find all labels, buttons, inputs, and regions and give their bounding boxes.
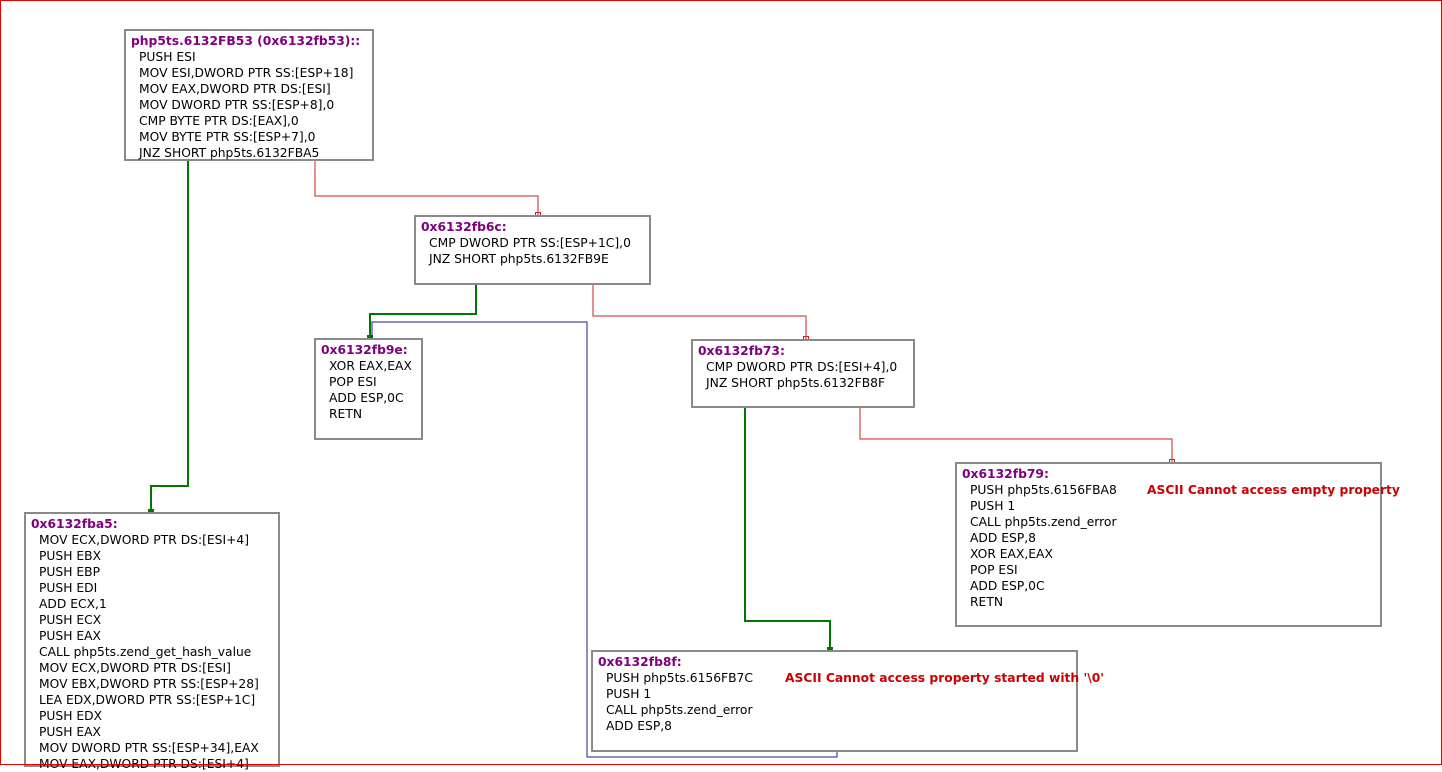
string-comment: ASCII Cannot access empty property: [1147, 483, 1400, 497]
instruction-line[interactable]: JNZ SHORT php5ts.6132FB9E: [429, 252, 609, 266]
instruction-line[interactable]: CMP DWORD PTR SS:[ESP+1C],0: [429, 236, 631, 250]
instruction-line[interactable]: XOR EAX,EAX: [329, 359, 412, 373]
instruction-line[interactable]: XOR EAX,EAX: [970, 547, 1053, 561]
instruction-line[interactable]: MOV BYTE PTR SS:[ESP+7],0: [139, 130, 316, 144]
code-block-6132fb73[interactable]: 0x6132fb73: CMP DWORD PTR DS:[ESI+4],0 J…: [691, 339, 915, 408]
instruction-line[interactable]: ADD ESP,8: [606, 719, 672, 733]
code-block-6132fb9e[interactable]: 0x6132fb9e: XOR EAX,EAX POP ESI ADD ESP,…: [314, 338, 423, 440]
edge-6132fb6c-to-6132fb73: [592, 284, 807, 339]
string-comment: ASCII Cannot access property started wit…: [785, 671, 1105, 685]
instruction-line[interactable]: ADD ESP,8: [970, 531, 1036, 545]
instruction-line[interactable]: MOV DWORD PTR SS:[ESP+34],EAX: [39, 741, 259, 755]
code-block-6132fb8f[interactable]: 0x6132fb8f: PUSH php5ts.6156FB7C ASCII Ca…: [591, 650, 1104, 752]
block-address-label: 0x6132fb9e:: [321, 343, 408, 357]
instruction-line[interactable]: CMP BYTE PTR DS:[EAX],0: [139, 114, 299, 128]
code-block-6132fb53[interactable]: php5ts.6132FB53 (0x6132fb53):: PUSH ESI …: [124, 29, 374, 161]
block-address-label: 0x6132fb8f:: [598, 655, 682, 669]
instruction-text: PUSH php5ts.6156FBA8: [970, 483, 1117, 497]
instruction-text: PUSH php5ts.6156FB7C: [606, 671, 753, 685]
edge-6132fb53-to-6132fb6c: [314, 160, 539, 215]
code-block-6132fb79[interactable]: 0x6132fb79: PUSH php5ts.6156FBA8 ASCII Ca…: [955, 462, 1400, 627]
instruction-line[interactable]: ADD ECX,1: [39, 597, 107, 611]
instruction-line[interactable]: MOV DWORD PTR SS:[ESP+8],0: [139, 98, 335, 112]
instruction-line[interactable]: ADD ESP,0C: [329, 391, 404, 405]
instruction-line[interactable]: PUSH 1: [606, 687, 652, 701]
instruction-line[interactable]: MOV EBX,DWORD PTR SS:[ESP+28]: [39, 677, 259, 691]
edge-arrow-marker: [827, 647, 833, 652]
instruction-line[interactable]: RETN: [329, 407, 363, 421]
instruction-line[interactable]: PUSH EAX: [39, 725, 101, 739]
edge-6132fb6c-to-6132fb9e: [369, 284, 477, 338]
edge-6132fb8f-to-6132fb9e: [371, 321, 838, 758]
instruction-line[interactable]: PUSH 1: [970, 499, 1016, 513]
edge-arrow-marker: [148, 509, 154, 514]
instruction-line[interactable]: MOV EAX,DWORD PTR DS:[ESI+4]: [39, 757, 249, 771]
instruction-line[interactable]: PUSH EDX: [39, 709, 103, 723]
instruction-line[interactable]: PUSH php5ts.6156FB7C ASCII Cannot access …: [598, 670, 1104, 686]
instruction-line[interactable]: PUSH EBP: [39, 565, 100, 579]
instruction-line[interactable]: JNZ SHORT php5ts.6132FB8F: [706, 376, 886, 390]
block-address-label: php5ts.6132FB53 (0x6132fb53)::: [131, 34, 361, 48]
edge-6132fb73-to-6132fb8f: [744, 407, 831, 650]
instruction-line[interactable]: PUSH EDI: [39, 581, 98, 595]
block-address-label: 0x6132fb79:: [962, 467, 1049, 481]
block-address-label: 0x6132fba5:: [31, 517, 118, 531]
instruction-line[interactable]: JNZ SHORT php5ts.6132FBA5: [139, 146, 320, 160]
instruction-line[interactable]: LEA EDX,DWORD PTR SS:[ESP+1C]: [39, 693, 256, 707]
instruction-line[interactable]: PUSH EAX: [39, 629, 101, 643]
edge-6132fb73-to-6132fb79: [859, 407, 1173, 462]
instruction-line[interactable]: CALL php5ts.zend_error: [606, 703, 753, 717]
instruction-line[interactable]: MOV ECX,DWORD PTR DS:[ESI]: [39, 661, 231, 675]
instruction-line[interactable]: POP ESI: [970, 563, 1018, 577]
edge-6132fb53-to-6132fba5: [150, 160, 189, 512]
instruction-line[interactable]: CALL php5ts.zend_error: [970, 515, 1117, 529]
block-address-label: 0x6132fb6c:: [421, 220, 507, 234]
edge-arrow-marker: [367, 335, 373, 340]
block-address-label: 0x6132fb73:: [698, 344, 785, 358]
instruction-line[interactable]: CMP DWORD PTR DS:[ESI+4],0: [706, 360, 898, 374]
instruction-line[interactable]: PUSH EBX: [39, 549, 102, 563]
code-block-6132fb6c[interactable]: 0x6132fb6c: CMP DWORD PTR SS:[ESP+1C],0 …: [414, 215, 651, 285]
instruction-line[interactable]: POP ESI: [329, 375, 377, 389]
instruction-line[interactable]: ADD ESP,0C: [970, 579, 1045, 593]
instruction-line[interactable]: MOV ECX,DWORD PTR DS:[ESI+4]: [39, 533, 250, 547]
instruction-line[interactable]: MOV EAX,DWORD PTR DS:[ESI]: [139, 82, 331, 96]
instruction-line[interactable]: RETN: [970, 595, 1004, 609]
instruction-line[interactable]: PUSH ECX: [39, 613, 102, 627]
instruction-line[interactable]: CALL php5ts.zend_get_hash_value: [39, 645, 252, 659]
instruction-line[interactable]: PUSH php5ts.6156FBA8 ASCII Cannot access …: [962, 482, 1400, 498]
instruction-line[interactable]: PUSH ESI: [139, 50, 196, 64]
code-block-6132fba5[interactable]: 0x6132fba5: MOV ECX,DWORD PTR DS:[ESI+4]…: [24, 512, 280, 771]
instruction-line[interactable]: MOV ESI,DWORD PTR SS:[ESP+18]: [139, 66, 354, 80]
